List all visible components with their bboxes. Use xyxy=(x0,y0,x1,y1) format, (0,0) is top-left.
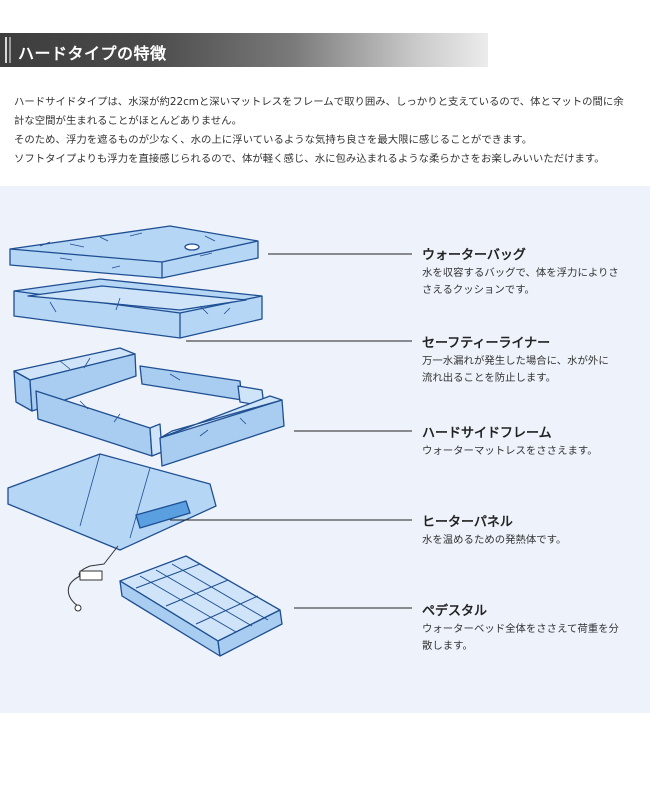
heater-panel-illustration xyxy=(7,453,217,612)
description-line: さえるクッションです。 xyxy=(422,284,535,296)
description-line: 万一水漏れが発生した場合に、水が外に xyxy=(422,355,609,367)
water-bag-illustration xyxy=(9,225,259,279)
hard-side-frame-illustration xyxy=(13,347,285,467)
water-bag-description: 水を収容するバッグで、体を浮力によりさ さえるクッションです。 xyxy=(422,265,642,299)
safety-liner-description: 万一水漏れが発生した場合に、水が外に 流れ出ることを防止します。 xyxy=(422,353,642,387)
pedestal-title: ペデスタル xyxy=(422,604,488,619)
title-bar-accent xyxy=(9,37,11,63)
leader-lines xyxy=(170,253,412,609)
safety-liner-illustration xyxy=(13,278,263,339)
exploded-diagram xyxy=(7,225,412,657)
description-line: 水を収容するバッグで、体を浮力によりさ xyxy=(422,267,619,279)
title-bar-accent xyxy=(5,37,7,63)
pedestal-description: ウォーターベッド全体をささえて荷重を分 散します。 xyxy=(422,621,642,655)
intro-line: 計な空間が生まれることがほとんどありません。 xyxy=(14,115,242,127)
description-line: 水を温めるための発熱体です。 xyxy=(422,534,567,546)
description-line: 散します。 xyxy=(422,640,473,652)
hard-side-frame-title: ハードサイドフレーム xyxy=(422,426,552,441)
safety-liner-title: セーフティーライナー xyxy=(422,336,551,351)
section-title-bar: ハードタイプの特徴 xyxy=(0,33,488,67)
intro-text: ハードサイドタイプは、水深が約22cmと深いマットレスをフレームで取り囲み、しっ… xyxy=(14,93,639,169)
section-title: ハードタイプの特徴 xyxy=(18,44,167,63)
description-line: 流れ出ることを防止します。 xyxy=(422,372,557,384)
heater-panel-description: 水を温めるための発熱体です。 xyxy=(422,532,642,549)
components-panel: ウォーターバッグ 水を収容するバッグで、体を浮力によりさ さえるクッションです。… xyxy=(0,186,650,713)
heater-panel-title: ヒーターパネル xyxy=(422,515,513,530)
hard-side-frame-description: ウォーターマットレスをささえます。 xyxy=(422,443,642,460)
pedestal-illustration xyxy=(119,555,283,657)
water-bag-title: ウォーターバッグ xyxy=(422,248,526,263)
description-line: ウォーターマットレスをささえます。 xyxy=(422,445,598,457)
description-line: ウォーターベッド全体をささえて荷重を分 xyxy=(422,623,619,635)
intro-line: ソフトタイプよりも浮力を直接感じられるので、体が軽く感じ、水に包み込まれるような… xyxy=(14,153,605,165)
intro-line: そのため、浮力を遮るものが少なく、水の上に浮いているような気持ち良さを最大限に感… xyxy=(14,134,533,146)
intro-line: ハードサイドタイプは、水深が約22cmと深いマットレスをフレームで取り囲み、しっ… xyxy=(14,96,624,108)
